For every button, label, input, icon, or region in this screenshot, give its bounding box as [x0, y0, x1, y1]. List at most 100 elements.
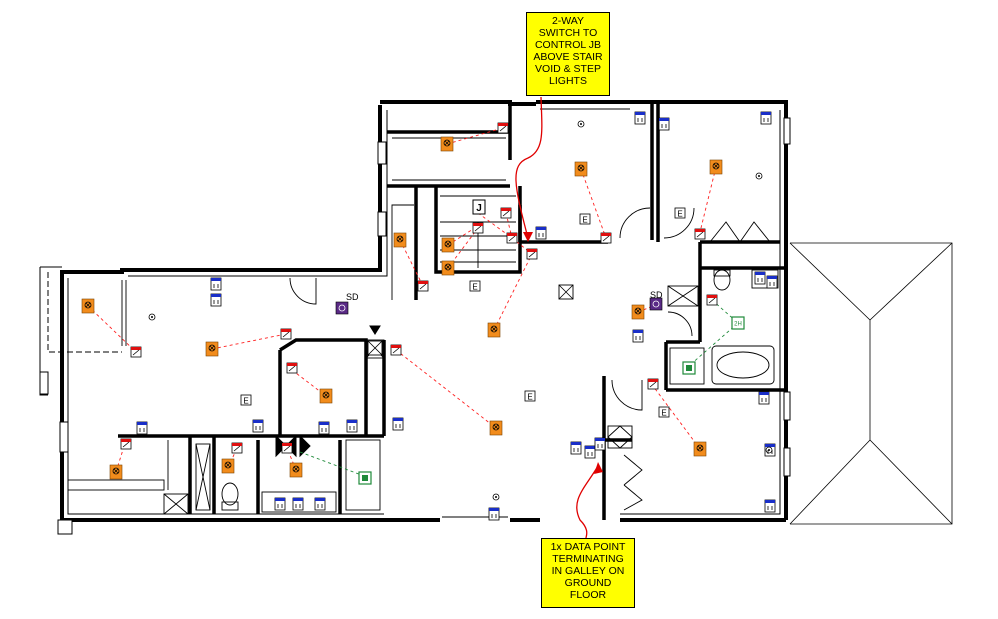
light-switch-icon: [130, 346, 142, 358]
power-point-icon: [318, 421, 330, 435]
power-point-icon: [760, 111, 772, 125]
light-fitting-icon: [289, 462, 303, 478]
smoke-detector-icon: [335, 301, 349, 315]
smoke-detector-label: SD: [346, 292, 359, 302]
exhaust-fans: E E E E E E: [240, 207, 686, 418]
exhaust-fan-icon: E: [582, 216, 587, 225]
light-switch-icon: [506, 232, 518, 244]
exhaust-fan-icon: E: [527, 393, 532, 402]
light-fitting-icon: [574, 161, 588, 177]
light-fitting-icon: [205, 341, 219, 357]
balcony: [39, 266, 122, 535]
ceiling-lights: [148, 120, 773, 501]
note-line: IN GALLEY ON: [551, 565, 625, 577]
light-switch-icon: [694, 228, 706, 240]
light-fitting-icon: [487, 322, 501, 338]
skylight-icon: [367, 340, 383, 356]
light-switch-icon: [417, 280, 429, 292]
ceiling-light-icon: [755, 172, 763, 180]
note-line: VOID & STEP: [535, 63, 601, 75]
light-switch-icon: [526, 248, 538, 260]
smoke-detectors: SD SD: [335, 290, 663, 315]
skylights: [367, 284, 574, 356]
light-fitting-icon: [441, 260, 455, 276]
interior-walls: [118, 102, 786, 520]
ceiling-light-icon: [577, 120, 585, 128]
light-switch-icon: [497, 122, 509, 134]
exhaust-fan-icon: E: [661, 409, 666, 418]
power-point-icon: [658, 117, 670, 131]
note-line: FLOOR: [569, 589, 607, 601]
power-point-icon: [392, 417, 404, 431]
junction-box-icon: J: [472, 199, 486, 215]
light-fitting-icon: [489, 420, 503, 436]
power-point-icon: [584, 445, 596, 459]
note-line: 1x DATA POINT: [550, 541, 626, 553]
note-line: GROUND: [564, 577, 612, 589]
light-fitting-icon: [693, 441, 707, 457]
junction-box-label: J: [476, 203, 482, 214]
light-fitting-icon: [709, 159, 723, 175]
exterior-walls: [60, 100, 788, 522]
note-line: TERMINATING: [552, 553, 624, 565]
light-switches: [120, 122, 718, 454]
note-line: SWITCH TO: [538, 27, 598, 39]
note-line: 2-WAY: [551, 15, 585, 27]
power-point-icon: [535, 226, 547, 240]
power-point-icon: [274, 497, 286, 511]
heated-rails: 2H: [358, 316, 745, 485]
light-fitting-icon: [393, 232, 407, 248]
light-switch-icon: [280, 328, 292, 340]
power-point-icon: [136, 421, 148, 435]
note-line: CONTROL JB: [534, 39, 602, 51]
power-point-icon: [292, 497, 304, 511]
power-point-icon: [570, 441, 582, 455]
power-point-icon: [758, 391, 770, 405]
light-switch-icon: [286, 362, 298, 374]
light-switch-icon: [231, 442, 243, 454]
roof-outline: [789, 242, 953, 525]
power-point-icon: [488, 507, 500, 521]
power-point-icon: [346, 419, 358, 433]
heater-label: 2H: [734, 322, 742, 328]
exhaust-fan-icon: E: [677, 210, 682, 219]
light-switch-icon: [500, 207, 512, 219]
power-point-icon: [252, 419, 264, 433]
light-fitting-icon: [221, 458, 235, 474]
power-point-icon: [766, 275, 778, 289]
power-point-icon: [632, 329, 644, 343]
ceiling-light-icon: [148, 313, 156, 321]
power-point-icon: [210, 293, 222, 307]
light-switch-icon: [120, 438, 132, 450]
light-switch-icon: [281, 442, 293, 454]
light-fitting-icon: [631, 304, 645, 320]
note-line: LIGHTS: [549, 75, 587, 87]
skylight-icon: [558, 284, 574, 300]
light-fitting-icon: [81, 298, 95, 314]
note-leaders: [515, 96, 599, 539]
data-point-note-callout: 1x DATA POINT TERMINATING IN GALLEY ON G…: [541, 538, 635, 608]
exhaust-fan-icon: E: [243, 397, 248, 406]
light-fitting-icon: [440, 136, 454, 152]
power-point-icon: [764, 499, 776, 513]
power-point-icon: [210, 277, 222, 291]
power-point-icon: [594, 437, 606, 451]
light-switch-icon: [600, 232, 612, 244]
note-line: ABOVE STAIR: [533, 51, 603, 63]
ceiling-light-icon: [492, 493, 500, 501]
light-switch-icon: [390, 344, 402, 356]
light-switch-icon: [472, 222, 484, 234]
light-switch-icon: [706, 294, 718, 306]
light-switch-icon: [647, 378, 659, 390]
light-fitting-icon: [109, 464, 123, 480]
exhaust-fan-icon: E: [472, 283, 477, 292]
power-point-icon: [634, 111, 646, 125]
heater-circuit: [299, 299, 739, 477]
switch-note-callout: 2-WAY SWITCH TO CONTROL JB ABOVE STAIR V…: [526, 12, 610, 96]
light-fitting-icon: [319, 388, 333, 404]
power-point-icon: [314, 497, 326, 511]
smoke-detector-label: SD: [650, 290, 663, 300]
light-fitting-icon: [441, 237, 455, 253]
power-point-icon: [754, 271, 766, 285]
